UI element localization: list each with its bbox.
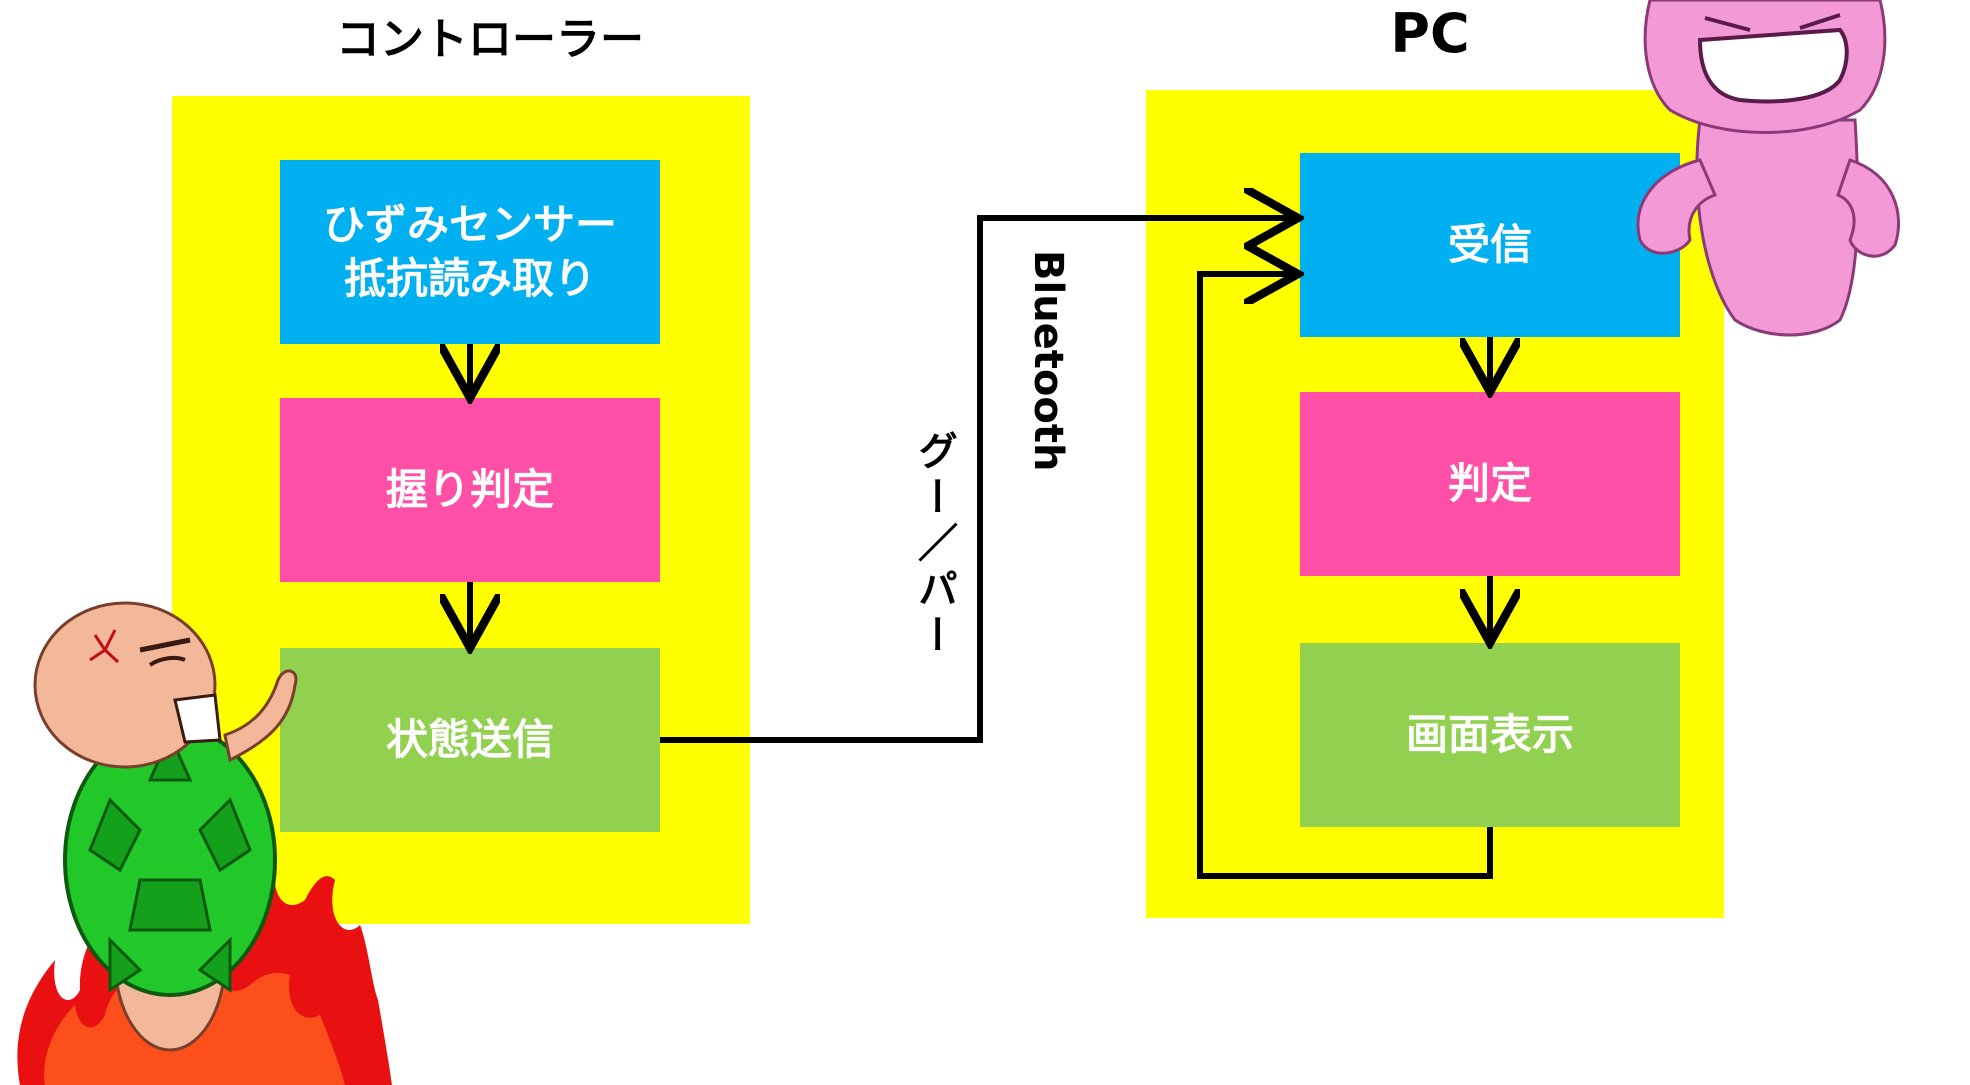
strain-sensor-label-line1: ひずみセンサー xyxy=(322,200,617,249)
bluetooth-label: Bluetooth xyxy=(1025,250,1071,472)
grip-judgment-label: 握り判定 xyxy=(385,465,554,514)
strain-sensor-box: ひずみセンサー 抵抗読み取り xyxy=(280,160,660,344)
state-send-box: 状態送信 xyxy=(280,648,660,832)
screen-display-box: 画面表示 xyxy=(1300,643,1680,827)
screen-display-label: 画面表示 xyxy=(1405,710,1574,759)
receive-label: 受信 xyxy=(1447,220,1532,269)
controller-title: コントローラー xyxy=(336,14,644,65)
receive-box: 受信 xyxy=(1300,153,1680,337)
grip-judgment-box: 握り判定 xyxy=(280,398,660,582)
judgment-box: 判定 xyxy=(1300,392,1680,576)
state-send-label: 状態送信 xyxy=(385,715,554,764)
pc-title: PC xyxy=(1390,2,1470,65)
rock-paper-label: グー／パー xyxy=(911,430,957,660)
judgment-label: 判定 xyxy=(1447,459,1532,508)
strain-sensor-label-line2: 抵抗読み取り xyxy=(343,254,596,303)
